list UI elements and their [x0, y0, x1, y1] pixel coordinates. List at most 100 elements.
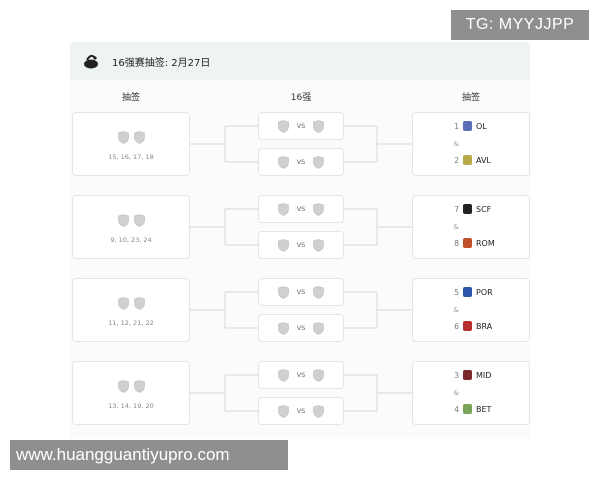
draw-pot-box: 11, 12, 21, 22	[72, 278, 190, 342]
seeded-teams-box: 1 OL 2 AVL &	[412, 112, 530, 176]
team-seed: 2	[454, 155, 459, 165]
draw-numbers: 15, 16, 17, 18	[108, 153, 154, 161]
column-header-round-of-16: 16强	[290, 93, 312, 103]
team-seed: 6	[454, 321, 459, 331]
draw-numbers: 11, 12, 21, 22	[108, 319, 154, 327]
home-placeholder-shield-icon	[277, 202, 289, 216]
vs-label: VS	[296, 407, 306, 415]
bracket-panel: 16强赛抽签: 2月27日 抽签 16强 抽签 15, 16, 17, 18 VS…	[70, 42, 530, 438]
team-row: 7 SCF	[413, 204, 529, 214]
round-of-16-match-box: VS	[258, 112, 344, 140]
away-placeholder-shield-icon	[313, 285, 325, 299]
team-seed: 3	[454, 370, 459, 380]
away-placeholder-shield-icon	[313, 202, 325, 216]
vs-label: VS	[296, 288, 306, 296]
team-row: 2 AVL	[413, 155, 529, 165]
round-of-16-match-box: VS	[258, 361, 344, 389]
fc-porto-crest-icon	[463, 287, 472, 297]
ampersand-separator: &	[453, 140, 459, 148]
sc-freiburg-crest-icon	[463, 204, 472, 214]
vs-label: VS	[296, 122, 306, 130]
whistle-icon	[84, 54, 98, 69]
team-seed: 1	[454, 121, 459, 131]
placeholder-shield-icon	[133, 380, 145, 393]
team-row: 8 ROM	[413, 238, 529, 248]
placeholder-shield-icon	[117, 380, 129, 393]
home-placeholder-shield-icon	[277, 285, 289, 299]
placeholder-shields	[73, 297, 189, 310]
round-of-16-match-box: VS	[258, 148, 344, 176]
placeholder-shield-icon	[133, 214, 145, 227]
aston-villa-crest-icon	[463, 155, 472, 165]
home-placeholder-shield-icon	[277, 368, 289, 382]
home-placeholder-shield-icon	[277, 238, 289, 252]
home-placeholder-shield-icon	[277, 155, 289, 169]
bracket-connector-lines	[190, 208, 412, 246]
round-of-16-match-box: VS	[258, 278, 344, 306]
bracket-header: 16强赛抽签: 2月27日	[70, 42, 530, 80]
bracket-connector-lines	[190, 125, 412, 163]
away-placeholder-shield-icon	[313, 368, 325, 382]
sc-braga-crest-icon	[463, 321, 472, 331]
team-code: OL	[476, 121, 487, 131]
olympique-lyon-crest-icon	[463, 121, 472, 131]
midtjylland-crest-icon	[463, 370, 472, 380]
team-code: AVL	[476, 155, 491, 165]
team-code: SCF	[476, 204, 492, 214]
ampersand-separator: &	[453, 389, 459, 397]
away-placeholder-shield-icon	[313, 238, 325, 252]
placeholder-shield-icon	[117, 297, 129, 310]
vs-label: VS	[296, 324, 306, 332]
away-placeholder-shield-icon	[313, 155, 325, 169]
round-of-16-match-box: VS	[258, 397, 344, 425]
as-roma-crest-icon	[463, 238, 472, 248]
away-placeholder-shield-icon	[313, 119, 325, 133]
column-header-draw-left: 抽签	[121, 93, 140, 103]
bracket-connector-lines	[190, 374, 412, 412]
placeholder-shield-icon	[133, 131, 145, 144]
team-code: POR	[476, 287, 493, 297]
ampersand-separator: &	[453, 306, 459, 314]
real-betis-crest-icon	[463, 404, 472, 414]
vs-label: VS	[296, 241, 306, 249]
seeded-teams-box: 5 POR 6 BRA &	[412, 278, 530, 342]
vs-label: VS	[296, 205, 306, 213]
away-placeholder-shield-icon	[313, 404, 325, 418]
vs-label: VS	[296, 158, 306, 166]
vs-label: VS	[296, 371, 306, 379]
team-seed: 5	[454, 287, 459, 297]
team-row: 5 POR	[413, 287, 529, 297]
round-of-16-match-box: VS	[258, 195, 344, 223]
team-seed: 7	[454, 204, 459, 214]
bracket-connector-lines	[190, 291, 412, 329]
placeholder-shield-icon	[117, 214, 129, 227]
draw-pot-box: 9, 10, 23, 24	[72, 195, 190, 259]
placeholder-shield-icon	[133, 297, 145, 310]
draw-numbers: 13, 14, 19, 20	[108, 402, 154, 410]
header-title: 16强赛抽签: 2月27日	[112, 57, 211, 69]
draw-numbers: 9, 10, 23, 24	[110, 236, 152, 244]
watermark-website: www.huangguantiyupro.com	[10, 440, 288, 470]
column-header-draw-right: 抽签	[461, 93, 480, 103]
placeholder-shield-icon	[117, 131, 129, 144]
team-seed: 4	[454, 404, 459, 414]
home-placeholder-shield-icon	[277, 404, 289, 418]
watermark-telegram: TG: MYYJJPP	[451, 10, 589, 40]
placeholder-shields	[73, 131, 189, 144]
team-code: ROM	[476, 238, 495, 248]
seeded-teams-box: 7 SCF 8 ROM &	[412, 195, 530, 259]
team-row: 1 OL	[413, 121, 529, 131]
draw-pot-box: 15, 16, 17, 18	[72, 112, 190, 176]
team-code: BET	[476, 404, 492, 414]
away-placeholder-shield-icon	[313, 321, 325, 335]
team-code: BRA	[476, 321, 493, 331]
placeholder-shields	[73, 214, 189, 227]
ampersand-separator: &	[453, 223, 459, 231]
home-placeholder-shield-icon	[277, 321, 289, 335]
draw-pot-box: 13, 14, 19, 20	[72, 361, 190, 425]
round-of-16-match-box: VS	[258, 314, 344, 342]
team-seed: 8	[454, 238, 459, 248]
team-row: 4 BET	[413, 404, 529, 414]
